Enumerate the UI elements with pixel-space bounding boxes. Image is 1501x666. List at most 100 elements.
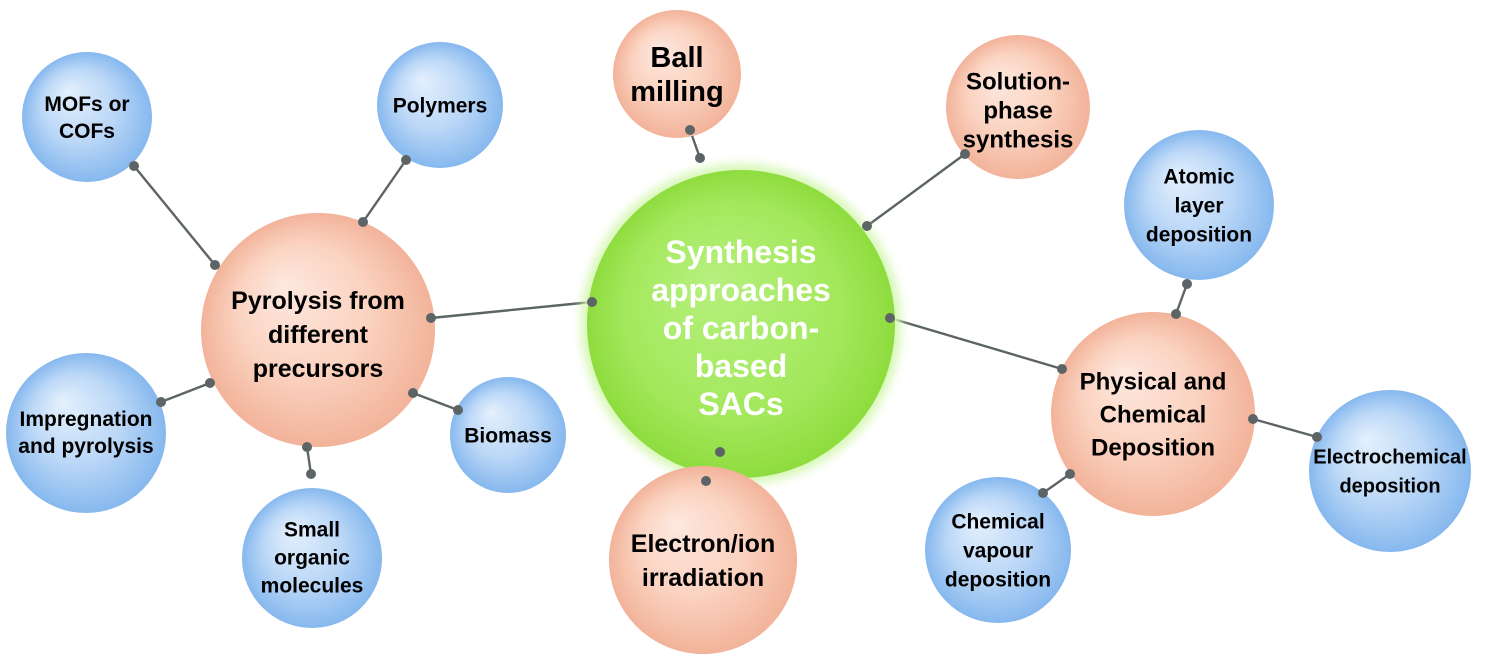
connector-dot-pyrolysis-biomass-end <box>453 405 463 415</box>
node-circle-center <box>587 170 895 478</box>
node-label-polymers: Polymers <box>393 94 488 117</box>
connector-dot-pyrolysis-impregnation-start <box>205 378 215 388</box>
connector-dot-physical-chemical-electrochemical-end <box>1312 432 1322 442</box>
node-label-line: Synthesis <box>665 234 816 270</box>
node-circle-biomass <box>450 377 566 493</box>
node-label-line: deposition <box>945 568 1051 591</box>
node-circle-atomic-layer <box>1124 130 1274 280</box>
node-label-chemical-vapour: Chemical vapour deposition <box>945 510 1051 591</box>
connector-dot-physical-chemical-chemical-vapour-start <box>1065 469 1075 479</box>
node-label-biomass: Biomass <box>464 424 552 447</box>
connector-endpoints <box>129 125 1322 498</box>
connector-dot-center-solution-phase-start <box>862 221 872 231</box>
node-label-line: Small <box>284 518 340 541</box>
node-label-line: Chemical <box>951 510 1044 533</box>
node-label-line: organic <box>274 546 350 569</box>
node-circle-chemical-vapour <box>925 477 1071 623</box>
connector-dot-physical-chemical-chemical-vapour-end <box>1038 488 1048 498</box>
connector-pyrolysis-to-impregnation <box>160 381 211 404</box>
node-polymers: Polymers <box>377 42 503 168</box>
connector-pyrolysis-to-mofs-cofs <box>133 165 216 266</box>
connector-dot-center-electron-ion-end <box>701 476 711 486</box>
node-biomass: Biomass <box>450 377 566 493</box>
node-label-line: molecules <box>261 574 364 597</box>
connector-dot-pyrolysis-small-organic-start <box>302 442 312 452</box>
connector-center-to-solution-phase <box>866 153 966 227</box>
node-label-line: Pyrolysis from <box>231 287 405 315</box>
node-label-line: milling <box>630 76 723 108</box>
node-label-line: deposition <box>1339 476 1440 498</box>
node-label-line: SACs <box>698 386 783 422</box>
node-circle-solution-phase <box>946 35 1090 179</box>
node-label-line: approaches <box>651 272 831 308</box>
connector-dot-center-physical-chemical-end <box>1057 364 1067 374</box>
connector-dot-center-solution-phase-end <box>960 149 970 159</box>
connector-dot-center-pyrolysis-start <box>587 297 597 307</box>
node-label-line: Impregnation <box>19 408 152 431</box>
node-label-line: based <box>695 348 787 384</box>
connector-center-to-pyrolysis <box>430 300 593 320</box>
connector-dot-center-pyrolysis-end <box>426 313 436 323</box>
node-label-line: Deposition <box>1091 434 1215 461</box>
node-circle-mofs-cofs <box>22 52 152 182</box>
node-circle-ball-milling <box>613 10 741 138</box>
node-circle-physical-chemical <box>1051 312 1255 516</box>
connector-dot-center-physical-chemical-start <box>885 313 895 323</box>
node-chemical-vapour: Chemical vapour deposition <box>925 477 1071 623</box>
connector-physical-chemical-to-electrochemical <box>1252 417 1318 439</box>
node-label-line: different <box>268 321 369 349</box>
connector-physical-chemical-to-atomic-layer <box>1174 283 1189 315</box>
node-label-line: vapour <box>963 539 1033 562</box>
connector-pyrolysis-to-polymers <box>362 159 407 223</box>
node-label-line: of carbon- <box>663 310 819 346</box>
node-label-line: MOFs or <box>44 93 129 116</box>
connector-dot-pyrolysis-mofs-cofs-start <box>210 260 220 270</box>
node-atomic-layer: Atomic layer deposition <box>1124 130 1274 280</box>
connector-dot-center-ball-milling-start <box>695 153 705 163</box>
connector-dot-center-ball-milling-end <box>685 125 695 135</box>
node-label-line: Physical and <box>1080 368 1227 395</box>
node-impregnation: Impregnation and pyrolysis <box>6 353 166 513</box>
node-label-line: COFs <box>59 120 115 143</box>
node-label-small-organic: Small organic molecules <box>261 518 364 597</box>
node-circle-impregnation <box>6 353 166 513</box>
node-circle-electrochemical <box>1309 390 1471 552</box>
connector-dot-pyrolysis-biomass-start <box>408 388 418 398</box>
connector-physical-chemical-to-chemical-vapour <box>1042 473 1071 494</box>
node-label-line: Atomic <box>1163 165 1234 188</box>
node-circle-electron-ion <box>609 466 797 654</box>
connector-dot-pyrolysis-polymers-start <box>358 217 368 227</box>
node-circle-small-organic <box>242 488 382 628</box>
node-label-line: Chemical <box>1100 401 1207 428</box>
node-label-line: and pyrolysis <box>18 435 153 458</box>
node-label-mofs-cofs: MOFs or COFs <box>44 93 129 143</box>
connectors <box>133 129 1318 494</box>
node-label-line: deposition <box>1146 223 1252 246</box>
node-label-line: Biomass <box>464 424 552 447</box>
node-small-organic: Small organic molecules <box>242 488 382 628</box>
node-label-line: layer <box>1174 194 1223 217</box>
connector-dot-pyrolysis-mofs-cofs-end <box>129 161 139 171</box>
connector-dot-physical-chemical-electrochemical-start <box>1248 414 1258 424</box>
node-label-line: phase <box>983 97 1052 124</box>
node-label-line: Polymers <box>393 94 488 117</box>
node-label-line: Solution- <box>966 68 1070 95</box>
node-label-impregnation: Impregnation and pyrolysis <box>18 408 153 458</box>
connector-dot-physical-chemical-atomic-layer-end <box>1182 279 1192 289</box>
node-label-line: synthesis <box>963 126 1074 153</box>
node-circle-pyrolysis <box>201 213 435 447</box>
